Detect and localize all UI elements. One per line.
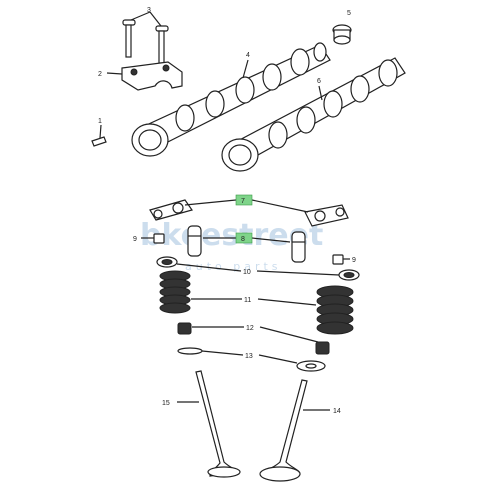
valve-spring-retainer-right[interactable]	[338, 269, 360, 281]
valve-spring-left[interactable]	[159, 270, 191, 314]
exhaust-valve[interactable]	[259, 379, 308, 482]
callout-label-1[interactable]: 1	[98, 118, 102, 125]
callout-label-3[interactable]: 3	[147, 7, 151, 14]
intake-valve[interactable]	[195, 370, 241, 478]
valve-spring-seat-left[interactable]	[177, 347, 203, 355]
valve-stem-seal-right[interactable]	[315, 341, 330, 355]
valve-spring-retainer-left[interactable]	[156, 256, 178, 268]
callout-label-13[interactable]: 13	[245, 353, 253, 360]
callout-label-14[interactable]: 14	[333, 408, 341, 415]
highlight-box-8	[235, 232, 253, 244]
callout-label-12[interactable]: 12	[246, 325, 254, 332]
hydraulic-lash-adjuster-left[interactable]	[187, 225, 202, 257]
callout-label-4[interactable]: 4	[246, 52, 250, 59]
valve-stem-seal-left[interactable]	[177, 322, 192, 335]
roller-rocker-arm-left[interactable]	[149, 199, 193, 221]
callout-label-8[interactable]: 8	[241, 236, 245, 243]
watermark-subtext: auto parts	[185, 260, 282, 273]
callout-label-10[interactable]: 10	[243, 269, 251, 276]
camshaft-bearing-cap[interactable]	[121, 61, 183, 91]
callout-label-6[interactable]: 6	[317, 78, 321, 85]
valve-spring-right[interactable]	[316, 285, 354, 335]
roller-rocker-arm-right[interactable]	[304, 204, 349, 227]
callout-label-15[interactable]: 15	[162, 400, 170, 407]
callout-label-9-right[interactable]: 9	[352, 257, 356, 264]
highlight-box-7	[235, 194, 253, 206]
callout-label-5[interactable]: 5	[347, 10, 351, 17]
dowel-pin[interactable]	[91, 136, 107, 147]
callout-label-9-left[interactable]: 9	[133, 236, 137, 243]
callout-label-2[interactable]: 2	[98, 71, 102, 78]
valve-tip-right[interactable]	[332, 254, 344, 265]
bolt-pair[interactable]	[122, 19, 169, 64]
valve-tip-left[interactable]	[153, 233, 165, 244]
hydraulic-lash-adjuster-right[interactable]	[291, 231, 306, 263]
callout-label-11[interactable]: 11	[244, 297, 251, 304]
camshaft-left[interactable]	[131, 42, 331, 157]
cap-plug[interactable]	[332, 24, 352, 45]
camshaft-right[interactable]	[221, 57, 406, 172]
callout-label-7[interactable]: 7	[241, 198, 245, 205]
valve-spring-seat-right[interactable]	[296, 360, 326, 372]
